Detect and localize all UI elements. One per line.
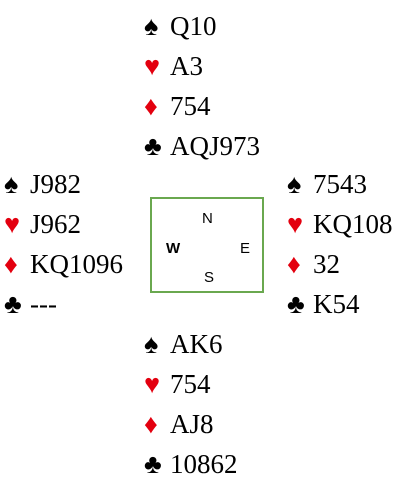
south-hearts-line: ♥ 754	[144, 364, 238, 404]
club-icon: ♣	[144, 131, 162, 161]
south-hearts-cards: 754	[170, 369, 211, 399]
compass-north-label: N	[202, 210, 213, 227]
diamond-icon: ♦	[4, 249, 18, 279]
east-clubs-cards: K54	[313, 289, 360, 319]
east-diamonds-cards: 32	[313, 249, 340, 279]
south-diamonds-cards: AJ8	[170, 409, 214, 439]
west-diamonds-cards: KQ1096	[30, 249, 123, 279]
north-hearts-line: ♥ A3	[144, 46, 260, 86]
south-clubs-cards: 10862	[170, 449, 238, 479]
west-hand: ♠ J982 ♥ J962 ♦ KQ1096 ♣ ---	[4, 164, 123, 324]
diamond-icon: ♦	[287, 249, 301, 279]
west-spades-line: ♠ J982	[4, 164, 123, 204]
east-hearts-cards: KQ108	[313, 209, 393, 239]
spade-icon: ♠	[144, 11, 159, 41]
west-clubs-line: ♣ ---	[4, 284, 123, 324]
heart-icon: ♥	[144, 51, 161, 81]
north-diamonds-cards: 754	[170, 91, 211, 121]
west-clubs-cards: ---	[30, 289, 57, 319]
west-hearts-line: ♥ J962	[4, 204, 123, 244]
north-clubs-cards: AQJ973	[170, 131, 261, 161]
compass-south-label: S	[204, 269, 215, 286]
west-hearts-cards: J962	[30, 209, 82, 239]
north-hearts-cards: A3	[170, 51, 203, 81]
east-hand: ♠ 7543 ♥ KQ108 ♦ 32 ♣ K54	[287, 164, 393, 324]
compass-box: N W E S	[150, 197, 264, 293]
east-clubs-line: ♣ K54	[287, 284, 393, 324]
compass-east-label: E	[240, 240, 251, 257]
east-diamonds-line: ♦ 32	[287, 244, 393, 284]
south-spades-cards: AK6	[170, 329, 223, 359]
spade-icon: ♠	[287, 169, 302, 199]
west-diamonds-line: ♦ KQ1096	[4, 244, 123, 284]
east-spades-line: ♠ 7543	[287, 164, 393, 204]
north-clubs-line: ♣ AQJ973	[144, 126, 260, 166]
south-clubs-line: ♣ 10862	[144, 444, 238, 484]
club-icon: ♣	[287, 289, 305, 319]
diamond-icon: ♦	[144, 91, 158, 121]
heart-icon: ♥	[287, 209, 304, 239]
east-hearts-line: ♥ KQ108	[287, 204, 393, 244]
club-icon: ♣	[144, 449, 162, 479]
spade-icon: ♠	[4, 169, 19, 199]
north-spades-cards: Q10	[170, 11, 217, 41]
heart-icon: ♥	[4, 209, 21, 239]
south-hand: ♠ AK6 ♥ 754 ♦ AJ8 ♣ 10862	[144, 324, 238, 484]
spade-icon: ♠	[144, 329, 159, 359]
heart-icon: ♥	[144, 369, 161, 399]
north-hand: ♠ Q10 ♥ A3 ♦ 754 ♣ AQJ973	[144, 6, 260, 166]
diamond-icon: ♦	[144, 409, 158, 439]
west-spades-cards: J982	[30, 169, 82, 199]
south-diamonds-line: ♦ AJ8	[144, 404, 238, 444]
north-spades-line: ♠ Q10	[144, 6, 260, 46]
south-spades-line: ♠ AK6	[144, 324, 238, 364]
east-spades-cards: 7543	[313, 169, 367, 199]
club-icon: ♣	[4, 289, 22, 319]
compass-west-label: W	[166, 240, 181, 257]
north-diamonds-line: ♦ 754	[144, 86, 260, 126]
